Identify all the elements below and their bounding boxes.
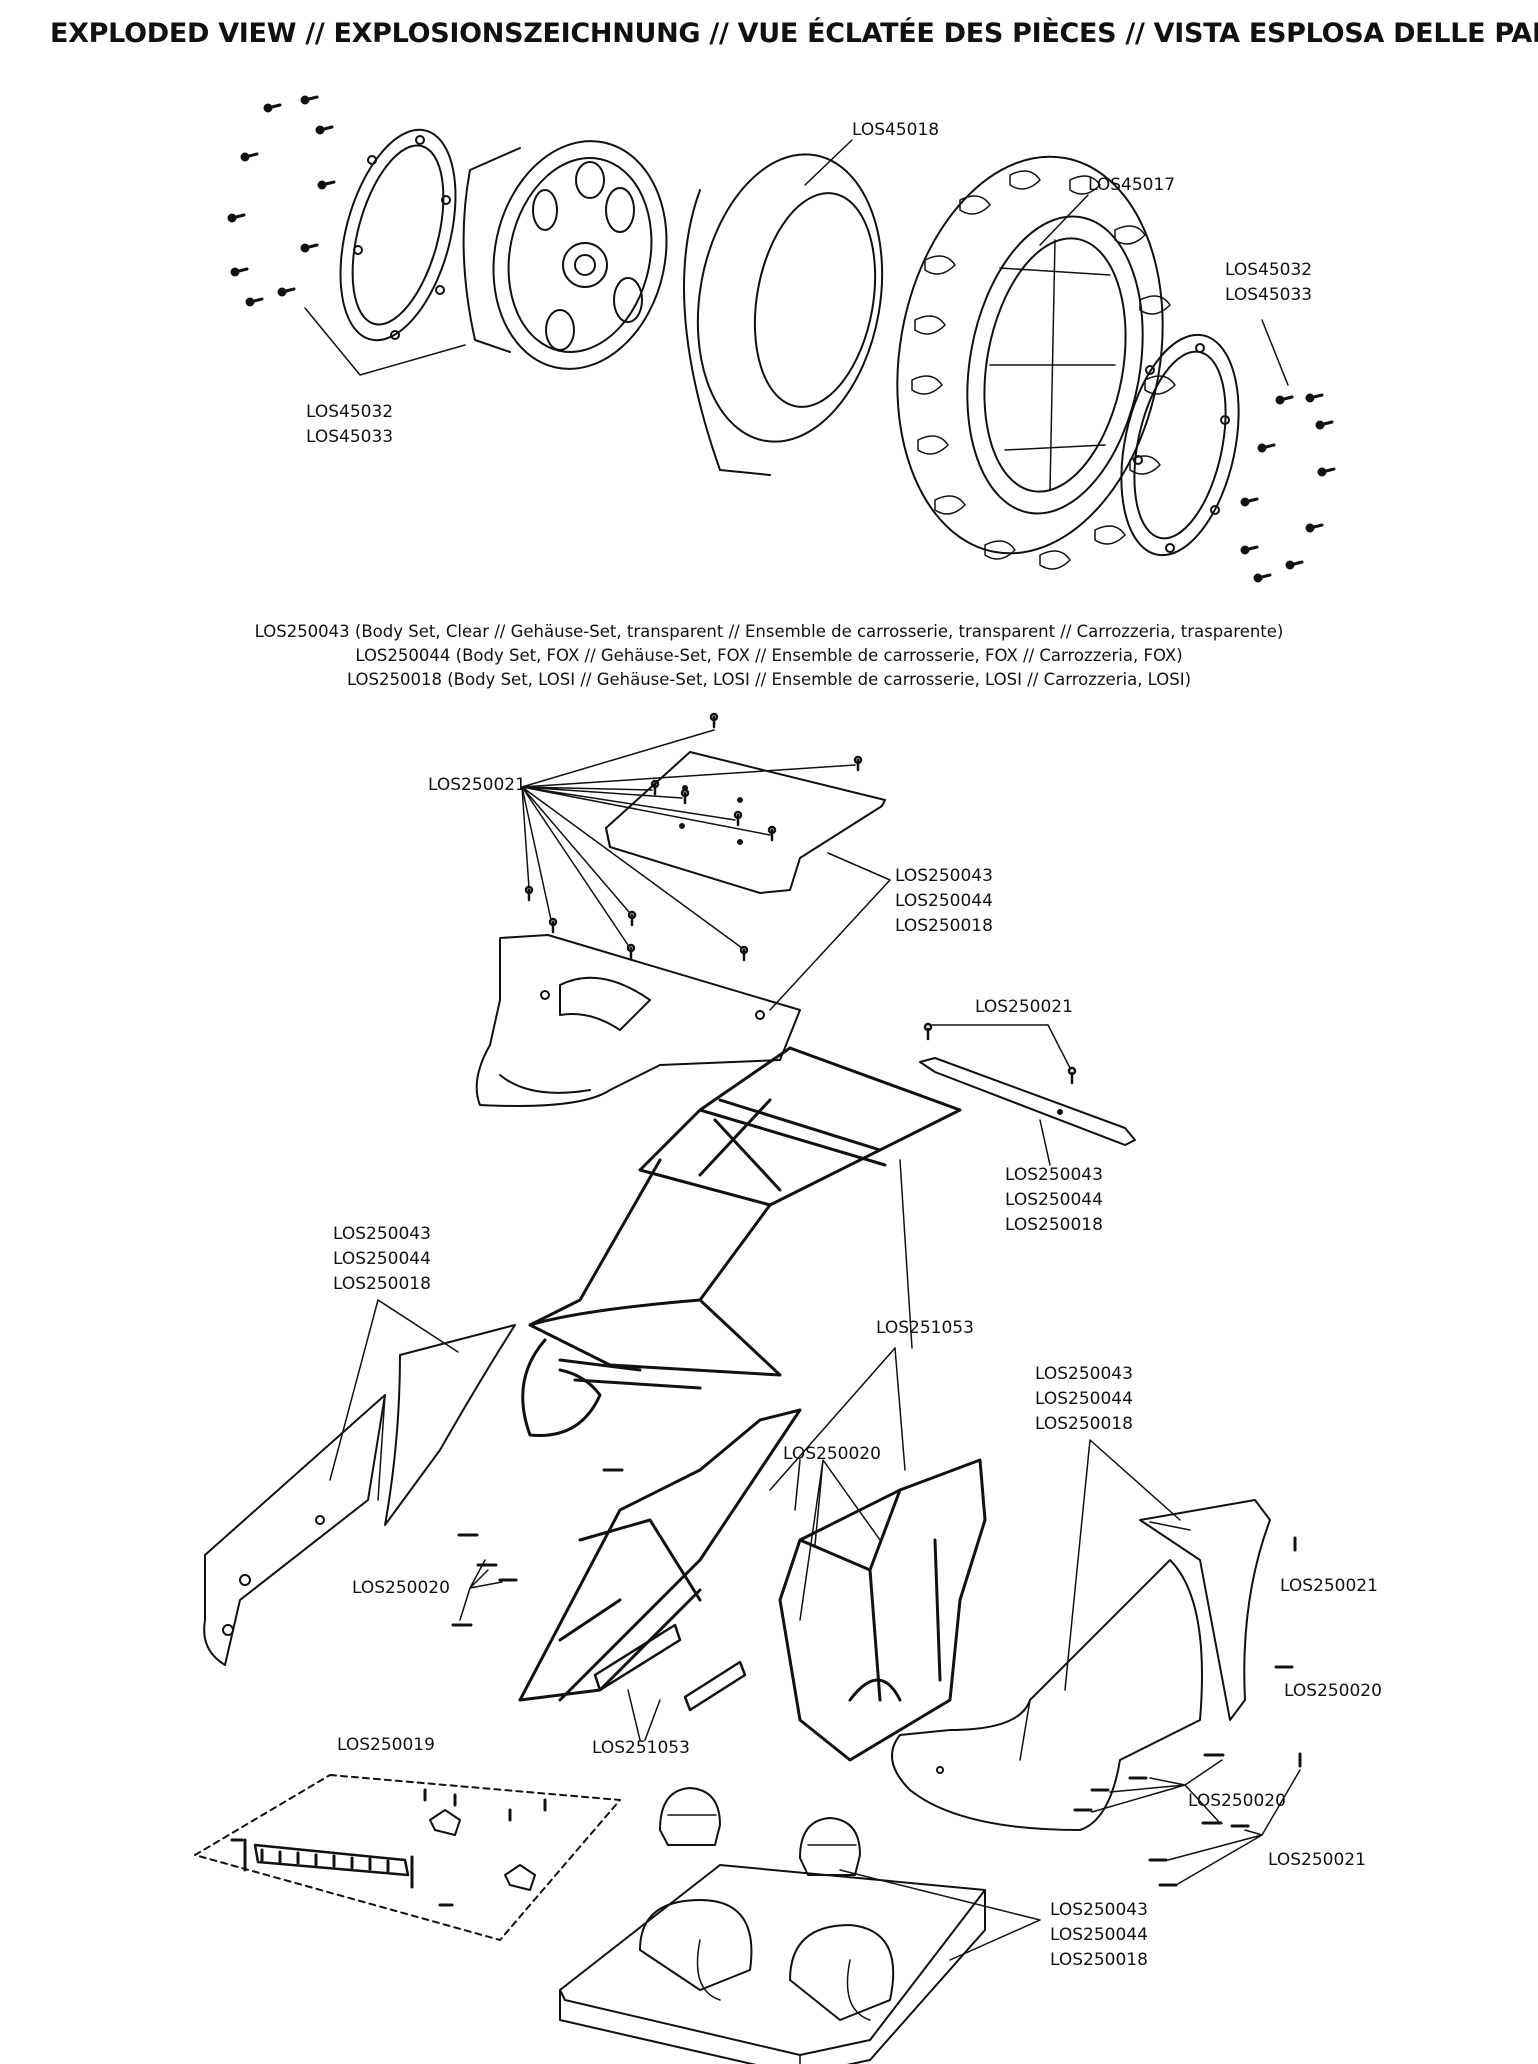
right-beadlock-label: LOS45032 LOS45033 [1225, 260, 1313, 305]
roof-leader-lines [521, 729, 856, 949]
roll-cage-label: LOS251053 [876, 1318, 974, 1338]
wheel-leader-lines [304, 139, 1289, 386]
body-set-clear: LOS250043 (Body Set, Clear // Gehäuse-Se… [254, 622, 1284, 641]
roof-screws-label: LOS250021 [428, 775, 526, 795]
interior-leader [839, 1869, 1041, 1961]
floor-pins-label: LOS250020 [1188, 1791, 1286, 1811]
light-bar-label: LOS250019 [337, 1735, 435, 1755]
helmets-and-interior [559, 1787, 986, 2064]
rear-screws-label: LOS250021 [975, 997, 1073, 1017]
left-side-panel [203, 1324, 516, 1666]
rear-screws [923, 1022, 1077, 1085]
left-pins-label: LOS250020 [352, 1578, 450, 1598]
floor-screws-label: LOS250021 [1268, 1850, 1366, 1870]
body-set-losi: LOS250018 (Body Set, LOSI // Gehäuse-Set… [346, 670, 1192, 689]
right-pin-label: LOS250020 [1284, 1681, 1382, 1701]
cage-hardware-label: LOS250020 [783, 1444, 881, 1464]
left-pins [451, 1468, 624, 1627]
right-side-label: LOS250043 LOS250044 LOS250018 [1035, 1364, 1133, 1434]
roll-cage-side-right [778, 1458, 987, 1762]
left-screws [227, 95, 336, 307]
left-beadlock-label: LOS45032 LOS45033 [306, 402, 394, 447]
roll-cage-side-left [518, 1408, 802, 1702]
roof-panel-label: LOS250043 LOS250044 LOS250018 [895, 866, 993, 936]
right-screws [1240, 393, 1336, 583]
left-beadlock-ring [339, 128, 457, 342]
left-panel-leader [329, 1299, 459, 1481]
interior-label: LOS250043 LOS250044 LOS250018 [1050, 1900, 1148, 1970]
right-panel-leader [1064, 1439, 1181, 1691]
roof-panel-leader [769, 852, 891, 1011]
rear-panel [919, 1057, 1136, 1166]
cage-mounts [593, 1623, 747, 1741]
right-beadlock-ring [1120, 333, 1240, 557]
roll-cage-upper [521, 1046, 962, 1437]
tire [896, 155, 1176, 570]
right-screw-upper-label: LOS250021 [1280, 1576, 1378, 1596]
right-side-panels [891, 1499, 1271, 1831]
tire-insert [683, 153, 884, 476]
body-set-descriptions: LOS250043 (Body Set, Clear // Gehäuse-Se… [0, 620, 1538, 692]
light-bar-kit [194, 1774, 621, 1941]
roof-panel [605, 751, 886, 894]
tire-insert-label: LOS45018 [852, 120, 940, 140]
cage-leader-lines [769, 1159, 913, 1621]
cage-mounts-label: LOS251053 [592, 1738, 690, 1758]
hood-panel [475, 934, 801, 1107]
right-hardware [1073, 1536, 1302, 1887]
tire-label: LOS45017 [1088, 175, 1176, 195]
wheel-rim [462, 140, 668, 370]
page-title: EXPLODED VIEW // EXPLOSIONSZEICHNUNG // … [50, 18, 1538, 49]
body-set-fox: LOS250044 (Body Set, FOX // Gehäuse-Set,… [355, 646, 1183, 665]
left-side-label: LOS250043 LOS250044 LOS250018 [333, 1224, 431, 1294]
roof-screws [524, 712, 863, 962]
rear-panel-label: LOS250043 LOS250044 LOS250018 [1005, 1165, 1103, 1235]
